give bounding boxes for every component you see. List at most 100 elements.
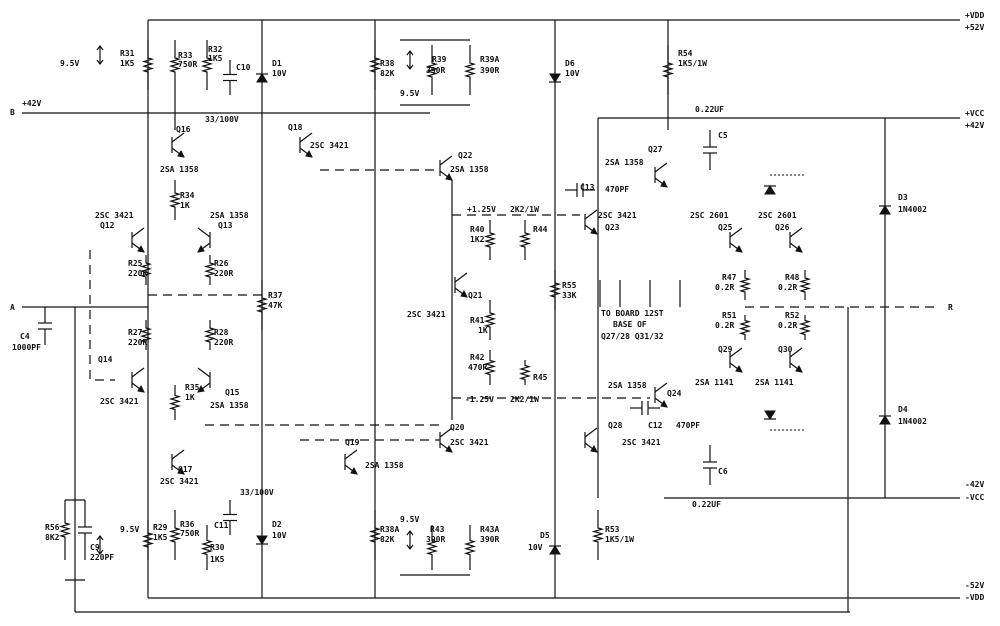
d1-1-label: 10V <box>272 69 287 78</box>
r54-0-label: R54 <box>678 49 693 58</box>
r38a-1-label: 82K <box>380 535 395 544</box>
d5-1-label: 10V <box>528 543 543 552</box>
r42-1-label: 470R <box>468 363 487 372</box>
r31-resistor <box>141 40 155 90</box>
r52-1-label: 0.2R <box>778 321 797 330</box>
rail-label-vcc-neg: -VCC <box>965 493 984 502</box>
r51-0-label: R51 <box>722 311 737 320</box>
r28-0-label: R28 <box>214 328 229 337</box>
trim-label: 9.5V <box>60 59 79 68</box>
r48-1-label: 0.2R <box>778 283 797 292</box>
r25-resistor <box>139 255 153 285</box>
c10-val-label: 33/100V <box>205 115 239 124</box>
r38-0-label: R38 <box>380 59 395 68</box>
q21-1-label: 2SC 3421 <box>407 310 446 319</box>
c5-capacitor <box>703 130 717 170</box>
d3-diode <box>879 205 891 215</box>
c6-capacitor <box>703 445 717 485</box>
q22-label: Q22 <box>458 151 473 160</box>
r55-resistor <box>548 270 562 310</box>
q22-transistor <box>439 155 453 181</box>
r34-0-label: R34 <box>180 191 195 200</box>
r43a-0-label: R43A <box>480 525 499 534</box>
r26-1-label: 220R <box>214 269 233 278</box>
r37-0-label: R37 <box>268 291 283 300</box>
rail-label-42v-neg: -42V <box>965 480 984 489</box>
r55-1-label: 33K <box>562 291 577 300</box>
v-pos-label: +1.25V <box>467 205 496 214</box>
output-label-r: R <box>948 303 953 312</box>
r41-0-label: R41 <box>470 316 485 325</box>
q20-0-label: Q20 <box>450 423 465 432</box>
r48-resistor <box>798 270 812 300</box>
q12-1-label: Q12 <box>100 221 115 230</box>
q20-transistor <box>439 427 453 453</box>
q14-1-label: 2SC 3421 <box>100 397 139 406</box>
c4-1-label: 1000PF <box>12 343 41 352</box>
q17-0-label: Q17 <box>178 465 193 474</box>
q27-transistor <box>654 162 668 188</box>
d6-1-label: 10V <box>565 69 580 78</box>
q27-type-label: 2SA 1358 <box>605 158 644 167</box>
r39a-0-label: R39A <box>480 55 499 64</box>
q27-label: Q27 <box>648 145 663 154</box>
q14-0-label: Q14 <box>98 355 113 364</box>
c12-capacitor <box>630 401 660 415</box>
q13-0-label: 2SA 1358 <box>210 211 249 220</box>
r34-resistor <box>168 180 182 220</box>
r31-0-label: R31 <box>120 49 135 58</box>
q17-transistor <box>171 449 185 475</box>
q28-0-label: Q28 <box>608 421 623 430</box>
q18-transistor <box>299 132 313 158</box>
q20-1-label: 2SC 3421 <box>450 438 489 447</box>
d2-0-label: D2 <box>272 520 282 529</box>
r47-0-label: R47 <box>722 273 737 282</box>
d1-zener <box>256 73 268 83</box>
r32-0-label: R32 <box>208 45 223 54</box>
c13-capacitor <box>565 183 595 197</box>
r39-1-label: 390R <box>426 66 445 75</box>
r43-resistor <box>425 525 439 570</box>
r35-1-label: 1K <box>185 393 195 402</box>
c10-label: C10 <box>236 63 251 72</box>
q25-1-label: Q25 <box>718 223 733 232</box>
r33-0-label: R33 <box>178 51 193 60</box>
r40-1-label: 1K2 <box>470 235 485 244</box>
d1-0-label: D1 <box>272 59 282 68</box>
r33-resistor <box>168 40 182 90</box>
r56-resistor <box>58 500 72 560</box>
c12-0-label: C12 <box>648 421 663 430</box>
r28-resistor <box>203 320 217 350</box>
q25-0-label: 2SC 2601 <box>690 211 729 220</box>
q13-transistor <box>197 227 211 253</box>
r40-resistor <box>483 220 497 260</box>
q16-label: Q16 <box>176 125 191 134</box>
r40-0-label: R40 <box>470 225 485 234</box>
input-voltage-b: +42V <box>22 99 41 108</box>
r51-1-label: 0.2R <box>715 321 734 330</box>
r30-resistor <box>200 525 214 570</box>
r35-0-label: R35 <box>185 383 200 392</box>
q30-transistor <box>789 347 803 373</box>
q18-label: Q18 <box>288 123 303 132</box>
q15-0-label: Q15 <box>225 388 240 397</box>
r41-1-label: 1K <box>478 326 488 335</box>
d6-zener <box>549 73 561 83</box>
r44-label: R44 <box>533 225 548 234</box>
r-2k2-top-label: 2K2/1W <box>510 205 539 214</box>
q30-type-label: 2SA 1141 <box>755 378 794 387</box>
q12-0-label: 2SC 3421 <box>95 211 134 220</box>
r53-resistor <box>591 510 605 560</box>
r54-1-label: 1K5/1W <box>678 59 707 68</box>
q19-1-label: 2SA 1358 <box>365 461 404 470</box>
c10-capacitor <box>223 60 237 95</box>
d5-0-label: D5 <box>540 531 550 540</box>
c9-0-label: C9 <box>90 543 100 552</box>
r30-1-label: 1K5 <box>210 555 225 564</box>
r48-0-label: R48 <box>785 273 800 282</box>
q29-transistor <box>729 347 743 373</box>
q26-1-label: Q26 <box>775 223 790 232</box>
r38a-0-label: R38A <box>380 525 399 534</box>
r53-0-label: R53 <box>605 525 620 534</box>
